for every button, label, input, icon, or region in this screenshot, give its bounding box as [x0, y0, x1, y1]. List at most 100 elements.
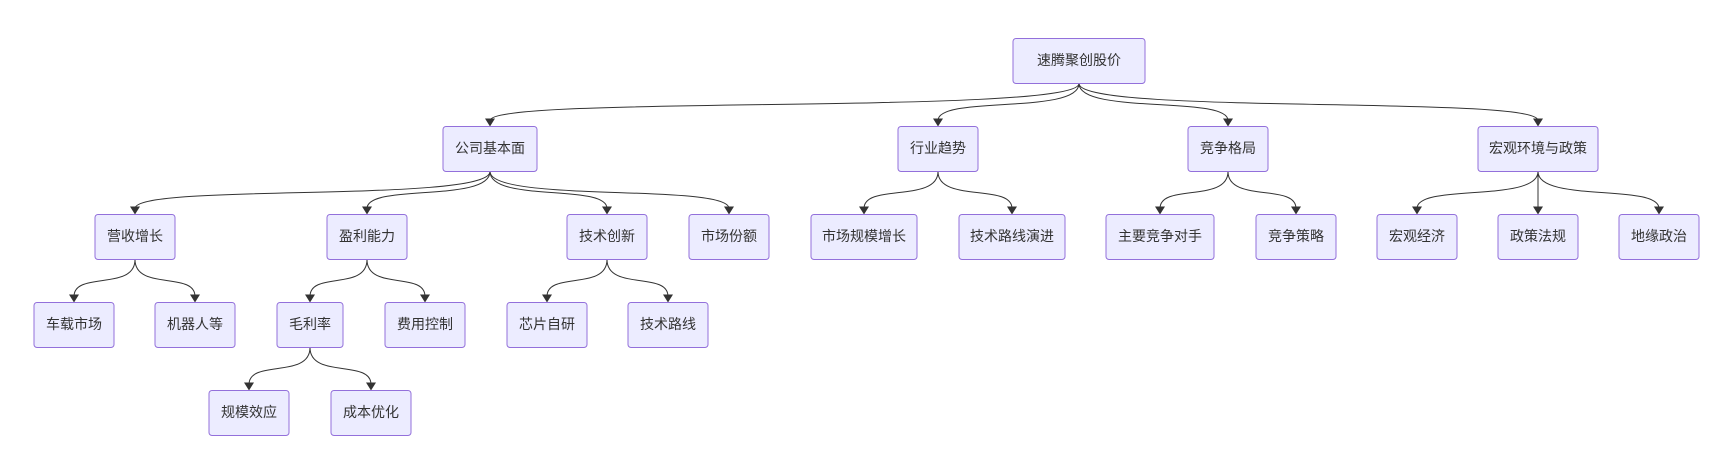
edge-revenue-to-auto [73, 259, 136, 297]
node-competition: 竞争格局 [1187, 126, 1269, 172]
node-box [1376, 214, 1458, 260]
arrow-head-share [724, 206, 734, 215]
node-box [208, 390, 290, 436]
edge-root-to-fundamentals [489, 83, 1080, 121]
edge-profit-to-gross_margin [309, 259, 368, 297]
arrow-head-cost_opt [366, 382, 376, 391]
arrow-head-competition [1223, 118, 1233, 127]
node-box [810, 214, 918, 260]
node-label: 地缘政治 [1631, 229, 1687, 245]
arrow-head-chip [542, 294, 552, 303]
node-box [33, 302, 115, 348]
node-competitors: 主要竞争对手 [1105, 214, 1215, 260]
node-box [1255, 214, 1337, 260]
node-tech: 技术创新 [566, 214, 648, 260]
edge-layer [69, 83, 1664, 391]
node-geopolitics: 地缘政治 [1618, 214, 1700, 260]
node-strategy: 竞争策略 [1255, 214, 1337, 260]
arrow-head-gross_margin [305, 294, 315, 303]
arrow-head-auto [69, 294, 79, 303]
node-box [1105, 214, 1215, 260]
arrow-head-tech_route [663, 294, 673, 303]
edge-gross_margin-to-scale [248, 347, 311, 385]
node-label: 政策法规 [1510, 228, 1566, 245]
arrow-head-profit [362, 206, 372, 215]
edge-gross_margin-to-cost_opt [309, 347, 372, 385]
node-label: 技术路线演进 [970, 229, 1054, 245]
node-tech-route: 技术路线 [627, 302, 709, 348]
edge-root-to-industry [937, 83, 1080, 121]
arrow-head-geopolitics [1654, 206, 1664, 215]
edge-competition-to-competitors [1159, 171, 1229, 209]
node-label: 公司基本面 [455, 140, 525, 157]
edge-fundamentals-to-tech [489, 171, 608, 209]
edge-tech-to-tech_route [606, 259, 669, 297]
node-box [330, 390, 412, 436]
node-label: 市场规模增长 [822, 228, 906, 245]
node-macro: 宏观环境与政策 [1477, 126, 1599, 172]
arrow-head-competitors [1155, 206, 1165, 215]
node-box [442, 126, 538, 172]
node-revenue: 营收增长 [94, 214, 176, 260]
node-industry: 行业趋势 [897, 126, 979, 172]
node-market-size: 市场规模增长 [810, 214, 918, 260]
node-box [1012, 38, 1146, 84]
edge-macro-to-geopolitics [1537, 171, 1660, 209]
edge-revenue-to-robots [134, 259, 196, 297]
arrow-head-tech_route_evo [1007, 206, 1017, 215]
arrow-head-revenue [130, 206, 140, 215]
edge-root-to-competition [1078, 83, 1229, 121]
node-fundamentals: 公司基本面 [442, 126, 538, 172]
node-policy: 政策法规 [1497, 214, 1579, 260]
node-auto: 车载市场 [33, 302, 115, 348]
node-box [958, 214, 1066, 260]
edge-fundamentals-to-share [489, 171, 730, 209]
node-box [688, 214, 770, 260]
node-robots: 机器人等 [154, 302, 236, 348]
edge-industry-to-market_size [863, 171, 939, 209]
arrow-head-strategy [1291, 206, 1301, 215]
arrow-head-market_size [859, 206, 869, 215]
edge-macro-to-macro_econ [1416, 171, 1539, 209]
node-chip: 芯片自研 [506, 302, 588, 348]
node-box [1618, 214, 1700, 260]
node-share: 市场份额 [688, 214, 770, 260]
node-profit: 盈利能力 [326, 214, 408, 260]
node-box [1187, 126, 1269, 172]
node-label: 营收增长 [107, 229, 163, 245]
node-label: 技术创新 [579, 229, 635, 245]
node-label: 竞争格局 [1200, 140, 1256, 157]
node-label: 技术路线 [640, 317, 696, 333]
arrow-head-macro [1533, 118, 1543, 127]
edge-industry-to-tech_route_evo [937, 171, 1013, 209]
node-box [384, 302, 466, 348]
node-box [326, 214, 408, 260]
arrow-head-tech [602, 206, 612, 215]
node-label: 芯片自研 [519, 317, 575, 333]
node-label: 竞争策略 [1268, 228, 1324, 245]
arrow-head-macro_econ [1412, 206, 1422, 215]
arrow-head-scale [244, 382, 254, 391]
node-label: 宏观环境与政策 [1489, 140, 1587, 157]
node-label: 成本优化 [343, 405, 399, 421]
node-box [94, 214, 176, 260]
node-macro-econ: 宏观经济 [1376, 214, 1458, 260]
node-label: 规模效应 [221, 404, 277, 421]
node-box [276, 302, 344, 348]
node-label: 机器人等 [167, 316, 223, 333]
node-label: 速腾聚创股价 [1037, 52, 1121, 69]
node-label: 行业趋势 [910, 141, 966, 157]
node-box [566, 214, 648, 260]
node-label: 费用控制 [397, 317, 453, 333]
edge-tech-to-chip [546, 259, 608, 297]
node-label: 毛利率 [289, 316, 331, 333]
node-label: 盈利能力 [339, 229, 395, 245]
edge-profit-to-cost_control [366, 259, 426, 297]
node-tech-route-evo: 技术路线演进 [958, 214, 1066, 260]
node-label: 宏观经济 [1389, 229, 1445, 245]
arrow-head-industry [933, 118, 943, 127]
node-cost-control: 费用控制 [384, 302, 466, 348]
arrow-head-policy [1533, 206, 1543, 215]
